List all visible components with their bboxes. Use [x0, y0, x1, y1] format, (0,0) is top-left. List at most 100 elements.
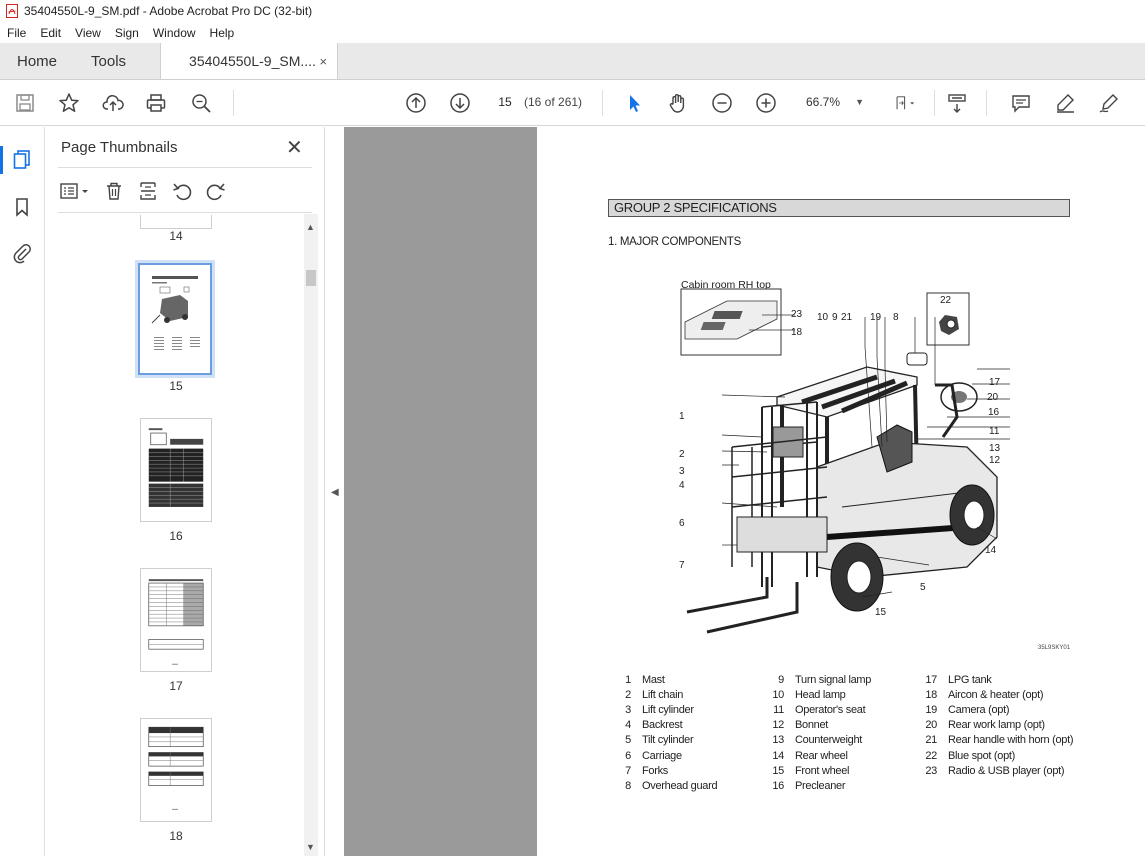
menu-sign[interactable]: Sign	[114, 25, 139, 40]
scroll-up-icon[interactable]: ▲	[306, 222, 315, 232]
legend-number: 14	[772, 750, 784, 762]
hand-icon[interactable]	[665, 90, 691, 116]
legend-number: 13	[772, 734, 784, 746]
thumbnail-label: 16	[169, 529, 183, 543]
callout-label: 6	[679, 518, 685, 529]
callout-label: 7	[679, 560, 685, 571]
tab-document[interactable]: 35404550L-9_SM.... ×	[160, 43, 339, 79]
comment-icon[interactable]	[1008, 90, 1034, 116]
page-fit-icon[interactable]	[888, 90, 924, 116]
tab-home[interactable]: Home	[17, 52, 58, 70]
menu-window[interactable]: Window	[152, 25, 196, 40]
window-title: 35404550L-9_SM.pdf - Adobe Acrobat Pro D…	[24, 4, 313, 18]
thumbnails-panel: Page Thumbnails ✕ 14	[46, 127, 324, 856]
select-cursor-icon[interactable]	[621, 90, 647, 116]
legend-text: Mast	[642, 674, 665, 686]
legend-number: 9	[778, 674, 784, 686]
zoom-in-icon[interactable]	[753, 90, 779, 116]
collapse-panel-icon[interactable]: ◀	[331, 487, 339, 498]
callout-label: 1	[679, 411, 685, 422]
page-count: (16 of 261)	[524, 95, 583, 109]
legend-text: Lift chain	[642, 689, 684, 701]
close-icon[interactable]: ✕	[286, 137, 303, 159]
cabin-label: Cabin room RH top	[681, 279, 771, 291]
callout-label: 10	[817, 312, 829, 323]
legend-text: Camera (opt)	[948, 704, 1010, 716]
tab-document-label: 35404550L-9_SM....	[189, 53, 316, 69]
legend-number: 6	[625, 750, 631, 762]
thumbnail-label: 15	[169, 379, 183, 393]
attachments-icon[interactable]	[10, 241, 34, 265]
legend-number: 20	[925, 719, 937, 731]
legend-number: 10	[772, 689, 784, 701]
save-icon[interactable]	[12, 90, 38, 116]
options-menu-icon[interactable]	[58, 179, 92, 203]
left-rail	[0, 127, 45, 856]
legend-number: 21	[925, 734, 937, 746]
legend-text: Rear work lamp (opt)	[948, 719, 1045, 731]
tab-tools[interactable]: Tools	[91, 52, 127, 70]
menu-edit[interactable]: Edit	[40, 25, 62, 40]
legend-number: 15	[772, 765, 784, 777]
legend-number: 23	[925, 765, 937, 777]
panel-toolbar	[58, 177, 238, 205]
legend-text: Aircon & heater (opt)	[948, 689, 1044, 701]
callout-label: 13	[989, 443, 1001, 454]
panel-splitter[interactable]: ◀	[324, 127, 344, 856]
callout-label: 17	[989, 377, 1001, 388]
delete-icon[interactable]	[102, 179, 126, 203]
legend-number: 11	[773, 704, 784, 716]
legend-text: Front wheel	[795, 765, 850, 777]
scrollbar-thumb[interactable]	[306, 270, 316, 286]
thumbnail-label: 17	[169, 679, 183, 693]
callout-label: 14	[985, 545, 997, 556]
callout-label: 19	[870, 312, 882, 323]
thumbnail-page-17[interactable]	[140, 568, 212, 672]
rotate-right-icon[interactable]	[204, 179, 228, 203]
upload-icon[interactable]	[100, 90, 126, 116]
legend-number: 17	[925, 674, 937, 686]
star-icon[interactable]	[56, 90, 82, 116]
rotate-left-icon[interactable]	[170, 179, 194, 203]
thumbnail-page-15[interactable]	[135, 260, 215, 378]
legend-text: Overhead guard	[642, 780, 718, 792]
forklift-diagram	[680, 288, 1010, 634]
scroll-mode-icon[interactable]	[944, 90, 970, 116]
highlight-icon[interactable]	[1052, 90, 1078, 116]
menu-help[interactable]: Help	[209, 25, 235, 40]
page-thumbnails-icon[interactable]	[10, 147, 34, 171]
zoom-select[interactable]: 66.7% ▼	[798, 91, 864, 113]
callout-label: 3	[679, 466, 685, 477]
extract-pages-icon[interactable]	[136, 179, 160, 203]
legend-text: Forks	[642, 765, 669, 777]
callout-label: 11	[989, 426, 1000, 437]
print-icon[interactable]	[143, 90, 169, 116]
menu-file[interactable]: File	[7, 25, 27, 40]
scroll-down-icon[interactable]: ▼	[306, 842, 315, 852]
toolbar	[0, 80, 1145, 126]
figure-code: 35L9SKY01	[1038, 645, 1071, 651]
legend-text: Blue spot (opt)	[948, 750, 1016, 762]
zoom-search-icon[interactable]	[188, 90, 214, 116]
legend-number: 4	[625, 719, 631, 731]
legend-number: 3	[625, 704, 631, 716]
next-page-icon[interactable]	[447, 90, 473, 116]
thumbnail-page-18[interactable]	[140, 718, 212, 822]
tab-close-icon[interactable]: ×	[319, 53, 328, 69]
legend-number: 12	[772, 719, 784, 731]
thumbnail-page-14[interactable]	[140, 215, 212, 229]
thumbnail-scrollbar[interactable]: ▲ ▼	[304, 214, 318, 856]
page-number-input[interactable]: 15	[498, 95, 512, 109]
legend-text: Backrest	[642, 719, 683, 731]
legend-text: LPG tank	[948, 674, 992, 686]
legend-text: Head lamp	[795, 689, 846, 701]
legend-text: Rear handle with horn (opt)	[948, 734, 1074, 746]
zoom-out-icon[interactable]	[709, 90, 735, 116]
menu-view[interactable]: View	[75, 25, 101, 40]
thumbnail-page-16[interactable]	[140, 418, 212, 522]
zoom-value: 66.7%	[806, 95, 841, 109]
bookmarks-icon[interactable]	[10, 195, 34, 219]
legend-number: 5	[625, 734, 631, 746]
prev-page-icon[interactable]	[403, 90, 429, 116]
sign-icon[interactable]	[1096, 90, 1122, 116]
